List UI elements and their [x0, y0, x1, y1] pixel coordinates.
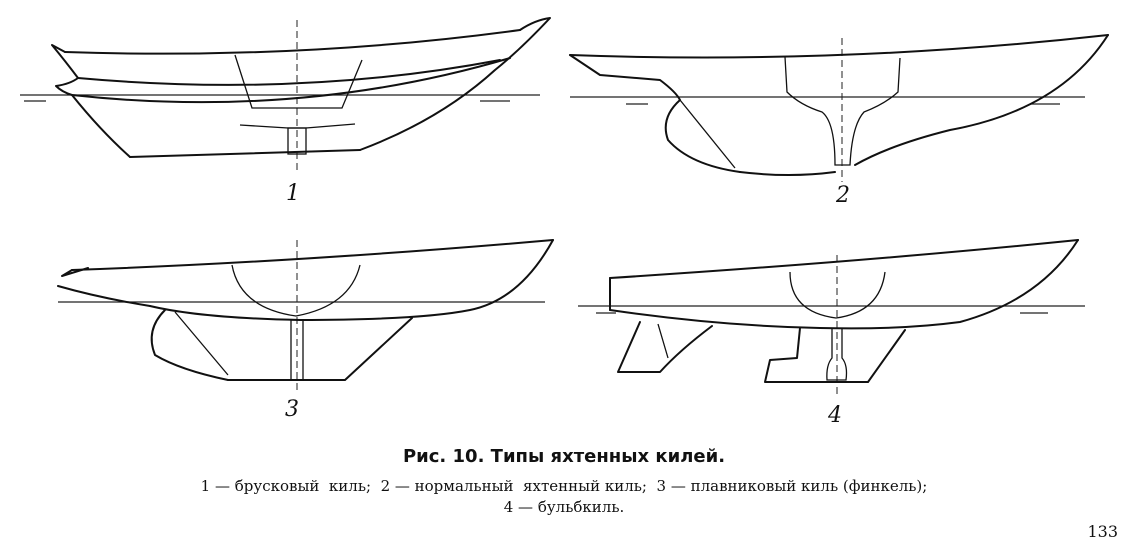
fin-keel-post — [290, 319, 304, 381]
bow-outline — [609, 239, 1079, 330]
bow-outline — [149, 239, 554, 321]
rudder-line — [174, 311, 229, 376]
page-number: 133 — [1087, 522, 1118, 537]
figure-number: 2 — [835, 183, 850, 208]
fin-keel — [227, 317, 413, 381]
figure-number: 3 — [285, 397, 299, 422]
midship-section — [784, 56, 901, 166]
figure-caption-title: Рис. 10. Типы яхтенных килей. — [402, 446, 726, 467]
figure-number: 4 — [827, 403, 842, 428]
fin-keel-drawing: 3 — [57, 239, 554, 422]
rudder-line — [657, 323, 669, 359]
figure-caption-legend: 1 — брусковый киль; 2 — нормальный яхтен… — [0, 476, 1128, 518]
keel-types-figure: 1 2 3 4 — [20, 17, 1109, 428]
stern-outline — [51, 44, 131, 158]
hull-bottom-line — [71, 57, 511, 104]
legend-line: 1 — брусковый киль; 2 — нормальный яхтен… — [200, 477, 928, 495]
midship-section — [231, 264, 361, 317]
sheer-line — [64, 29, 521, 55]
bar-keel — [287, 127, 307, 155]
deck-line — [77, 59, 501, 86]
stern-outline — [569, 54, 741, 173]
bar-keel-drawing: 1 — [20, 17, 551, 206]
bow-outline — [359, 17, 551, 151]
bulb-post — [826, 328, 848, 381]
midship-section — [234, 54, 363, 109]
keel-bottom — [739, 171, 836, 176]
midship-section — [789, 271, 886, 319]
stern-outline — [57, 267, 151, 307]
normal-keel-drawing: 2 — [569, 34, 1109, 208]
sheer-line — [609, 239, 1079, 279]
bulb-keel-drawing: 4 — [578, 239, 1085, 428]
rudder — [150, 309, 229, 381]
bow-outline — [854, 34, 1109, 166]
legend-line: 4 — бульбкиль. — [503, 498, 625, 516]
figure-number: 1 — [286, 181, 300, 206]
sheer-line — [569, 34, 1109, 59]
keel-bottom — [129, 149, 361, 158]
rudder — [617, 321, 713, 373]
fin — [764, 327, 906, 383]
sheer-line — [71, 239, 554, 271]
rudder-line — [679, 99, 736, 169]
